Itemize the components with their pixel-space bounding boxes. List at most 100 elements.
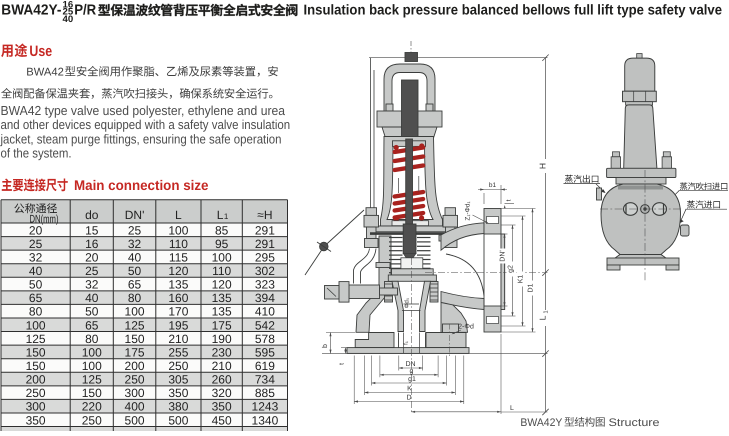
svg-text:400: 400 xyxy=(125,400,145,414)
svg-text:190: 190 xyxy=(212,332,232,346)
svg-text:160: 160 xyxy=(168,291,188,305)
svg-text:619: 619 xyxy=(255,359,275,373)
svg-text:150: 150 xyxy=(82,386,102,400)
svg-text:885: 885 xyxy=(255,386,275,400)
svg-text:210: 210 xyxy=(212,359,232,373)
svg-text:125: 125 xyxy=(82,373,102,387)
svg-text:25: 25 xyxy=(128,223,142,237)
svg-text:25: 25 xyxy=(29,237,43,251)
svg-text:D: D xyxy=(406,395,411,402)
svg-text:16: 16 xyxy=(85,237,99,251)
svg-text:85: 85 xyxy=(215,223,229,237)
svg-text:115: 115 xyxy=(169,250,188,264)
svg-text:542: 542 xyxy=(255,318,275,332)
svg-text:40: 40 xyxy=(63,13,74,24)
svg-text:65: 65 xyxy=(128,278,142,292)
svg-text:DN(mm): DN(mm) xyxy=(30,214,59,226)
svg-text:578: 578 xyxy=(255,332,275,346)
svg-text:350: 350 xyxy=(212,400,232,414)
svg-text:L: L xyxy=(175,208,182,222)
svg-text:25: 25 xyxy=(63,6,74,17)
svg-text:32: 32 xyxy=(128,237,142,251)
svg-text:291: 291 xyxy=(255,223,275,237)
svg-text:230: 230 xyxy=(212,345,232,359)
svg-text:L: L xyxy=(538,315,548,320)
svg-text:100: 100 xyxy=(212,250,232,264)
svg-text:40: 40 xyxy=(128,250,142,264)
svg-text:Structure: Structure xyxy=(609,417,660,429)
svg-text:200: 200 xyxy=(125,359,145,373)
svg-text:b: b xyxy=(321,344,329,348)
svg-text:32: 32 xyxy=(85,278,99,292)
svg-text:of the system.: of the system. xyxy=(1,146,72,161)
svg-text:250: 250 xyxy=(26,386,46,400)
svg-text:50: 50 xyxy=(29,278,43,292)
svg-text:135: 135 xyxy=(168,278,188,292)
svg-text:g: g xyxy=(410,368,414,375)
svg-text:175: 175 xyxy=(125,345,145,359)
svg-text:BWA42: BWA42 xyxy=(26,66,64,78)
svg-text:25: 25 xyxy=(85,264,99,278)
svg-text:220: 220 xyxy=(82,400,102,414)
svg-text:f₁: f₁ xyxy=(403,341,410,345)
svg-text:300: 300 xyxy=(125,386,145,400)
svg-text:DN: DN xyxy=(405,361,415,368)
svg-text:734: 734 xyxy=(255,373,275,387)
svg-text:150: 150 xyxy=(26,359,46,373)
svg-text:120: 120 xyxy=(168,264,188,278)
svg-text:DN': DN' xyxy=(500,250,507,261)
svg-text:BWA42Y-: BWA42Y- xyxy=(1,3,61,19)
svg-text:80: 80 xyxy=(128,291,142,305)
svg-text:100: 100 xyxy=(82,359,102,373)
svg-text:302: 302 xyxy=(255,264,275,278)
svg-text:100: 100 xyxy=(82,345,102,359)
svg-text:65: 65 xyxy=(29,291,43,305)
svg-text:410: 410 xyxy=(255,305,275,319)
svg-text:32: 32 xyxy=(29,250,43,264)
svg-text:g1: g1 xyxy=(408,376,416,383)
svg-text:125: 125 xyxy=(125,318,145,332)
svg-text:135: 135 xyxy=(212,291,232,305)
svg-text:100: 100 xyxy=(26,318,46,332)
svg-text:DN': DN' xyxy=(125,208,145,222)
svg-text:170: 170 xyxy=(168,305,188,319)
svg-text:250: 250 xyxy=(168,359,188,373)
svg-text:≈H: ≈H xyxy=(257,208,272,222)
svg-text:40: 40 xyxy=(29,264,43,278)
svg-text:1243: 1243 xyxy=(252,400,279,414)
svg-text:K: K xyxy=(407,386,412,393)
svg-text:Main connection size: Main connection size xyxy=(74,177,209,193)
svg-text:305: 305 xyxy=(168,373,188,387)
svg-text:50: 50 xyxy=(128,264,142,278)
svg-text:1: 1 xyxy=(224,212,229,221)
svg-text:350: 350 xyxy=(168,386,188,400)
svg-text:125: 125 xyxy=(26,332,46,346)
svg-text:Φd₀: Φd₀ xyxy=(404,297,411,308)
svg-text:do: do xyxy=(85,208,99,222)
svg-text:250: 250 xyxy=(125,373,145,387)
svg-text:L: L xyxy=(217,208,224,222)
svg-text:100: 100 xyxy=(125,305,145,319)
svg-text:210: 210 xyxy=(168,332,188,346)
svg-text:H: H xyxy=(538,163,548,169)
svg-text:100: 100 xyxy=(168,223,188,237)
svg-text:t: t xyxy=(506,199,513,201)
svg-text:110: 110 xyxy=(169,237,188,251)
svg-text:20: 20 xyxy=(85,250,99,264)
svg-text:500: 500 xyxy=(125,413,145,427)
svg-text:b1: b1 xyxy=(489,182,497,189)
svg-text:D1: D1 xyxy=(528,283,535,292)
svg-text:150: 150 xyxy=(125,332,145,346)
svg-text:16: 16 xyxy=(63,0,74,10)
svg-text:120: 120 xyxy=(212,278,232,292)
svg-text:BWA42Y: BWA42Y xyxy=(520,417,563,429)
svg-text:20: 20 xyxy=(29,223,43,237)
svg-text:K1: K1 xyxy=(518,275,525,284)
svg-text:P/R: P/R xyxy=(74,3,96,19)
svg-text:L: L xyxy=(510,405,514,412)
svg-text:95: 95 xyxy=(215,237,229,251)
svg-text:260: 260 xyxy=(212,373,232,387)
svg-text:2-Φd: 2-Φd xyxy=(458,323,474,331)
svg-text:394: 394 xyxy=(255,291,275,305)
svg-text:350: 350 xyxy=(26,413,46,427)
